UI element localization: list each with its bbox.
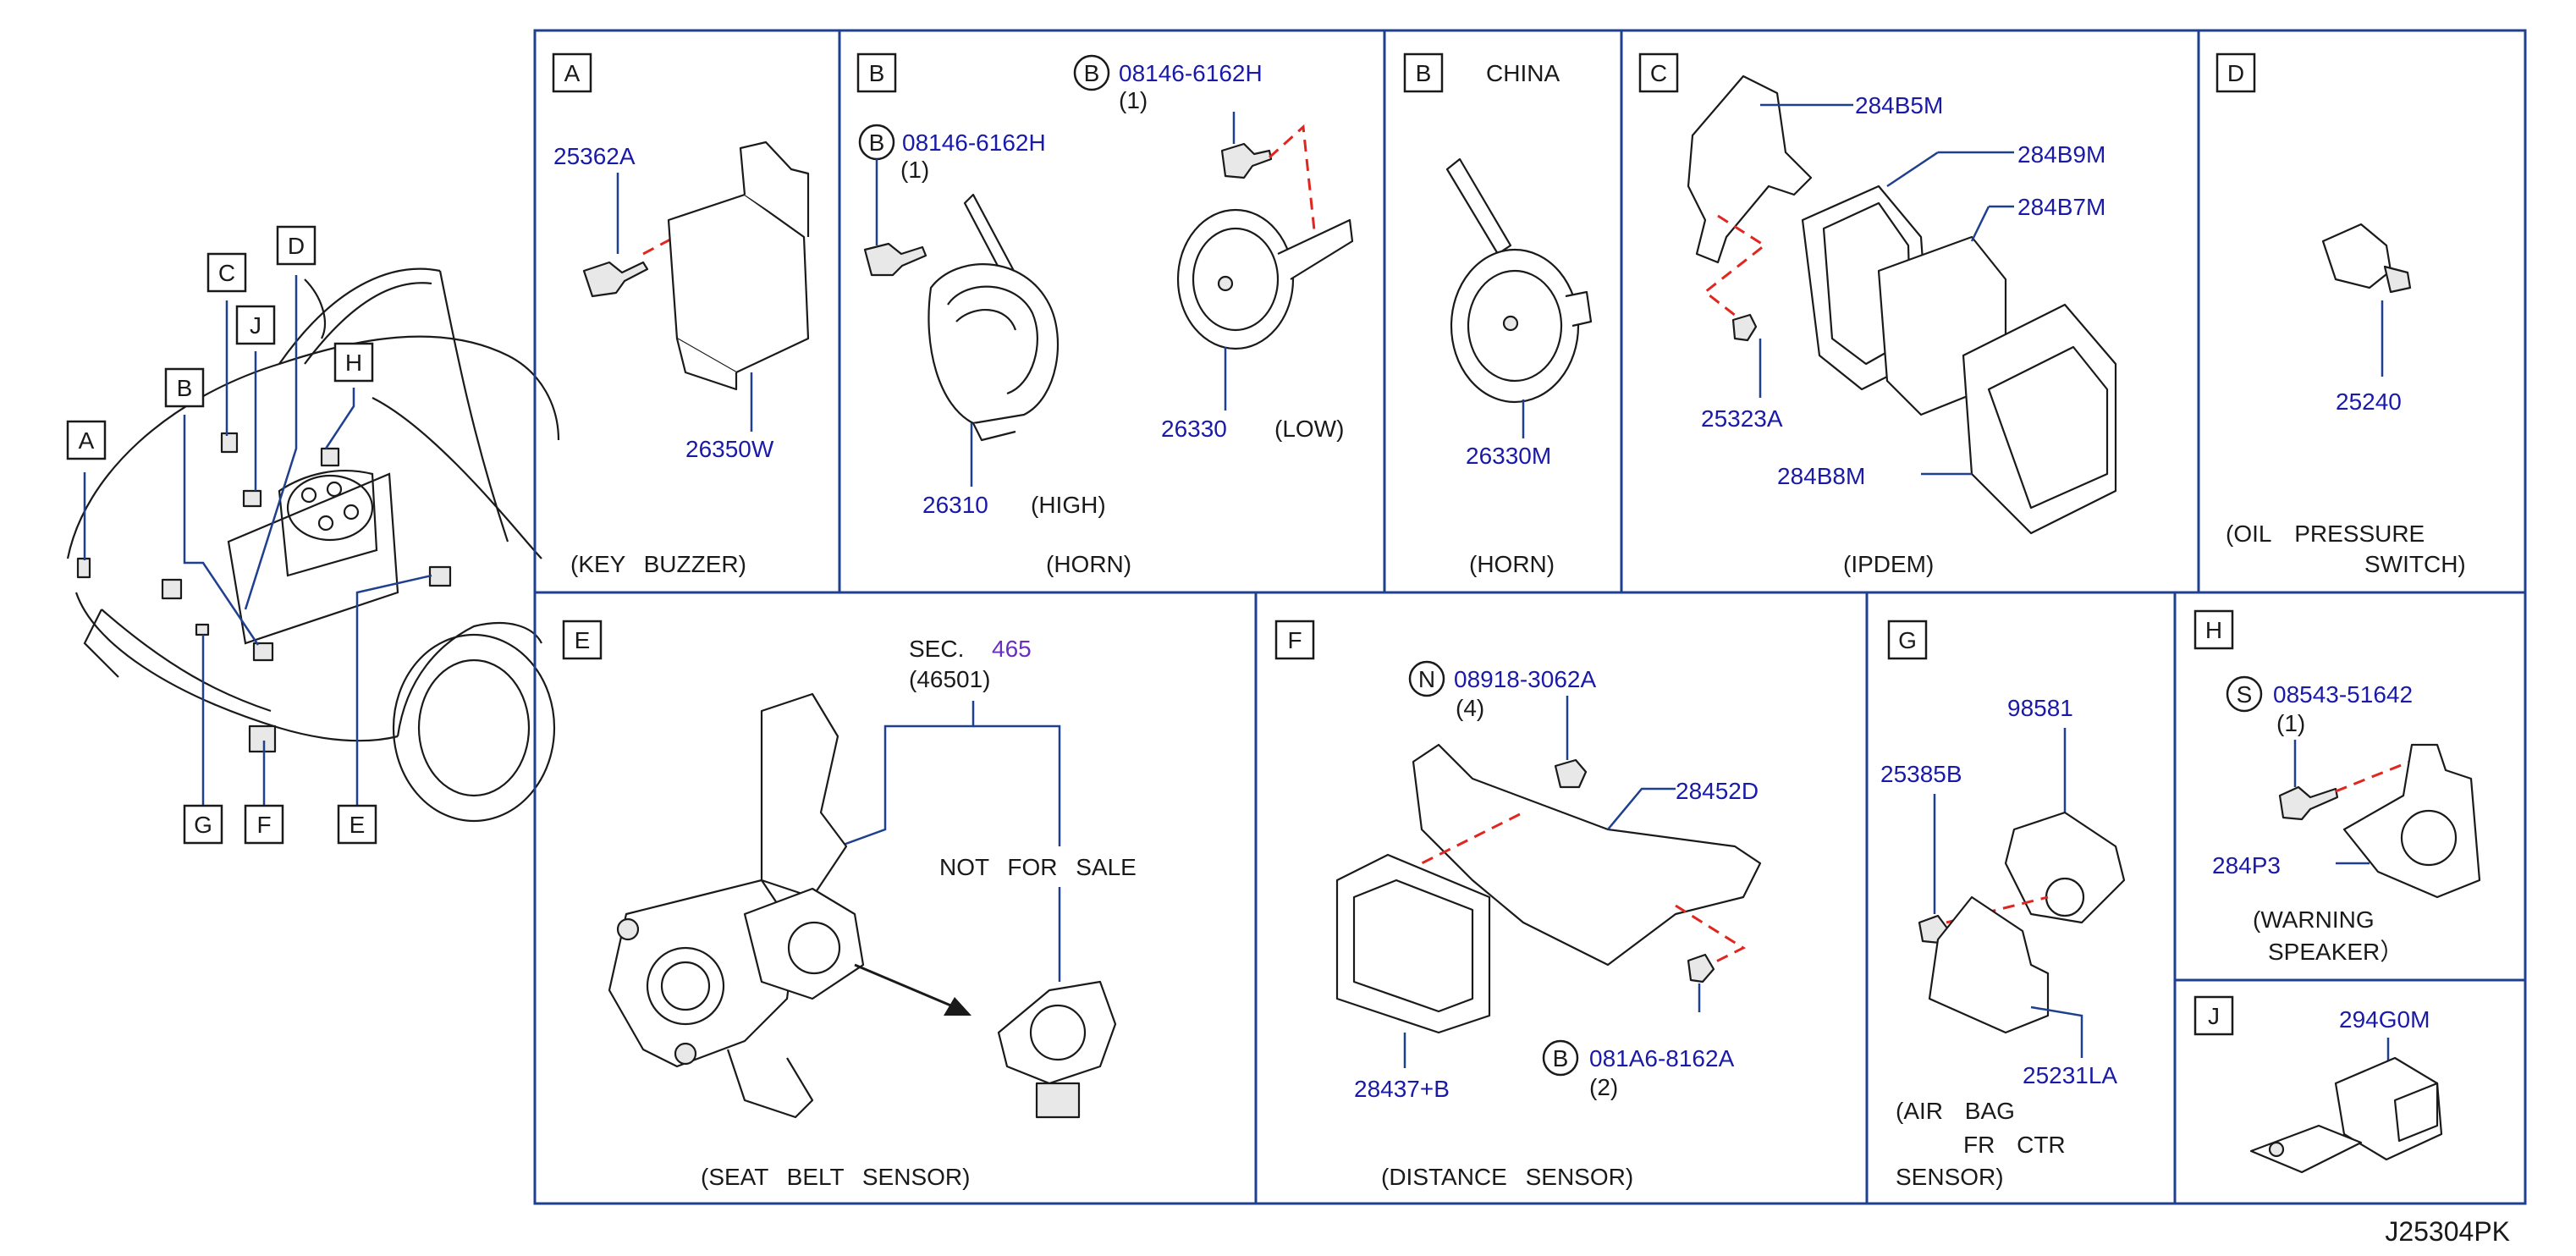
svg-text:B: B [1084,60,1100,86]
overview-callout-b: B [164,367,205,408]
panel-e-seat-belt: E SEC. 465 (46501) NOT FOR SALE (SEAT BE… [562,620,1137,1190]
svg-text:A: A [79,427,95,454]
svg-text:H: H [345,350,362,376]
part-284p3: 284P3 [2212,852,2281,879]
part-25240: 25240 [2336,388,2402,415]
part-284b5m: 284B5M [1855,92,1943,118]
part-26330m: 26330M [1466,443,1551,469]
panel-d-caption-2: SWITCH) [2364,551,2466,577]
panel-g-air-bag-sensor: G 98581 25385B 25231LA (AIR BAG FR CTR S… [1880,620,2126,1190]
bolt-081a6: 081A6-8162A [1589,1045,1735,1071]
part-98581: 98581 [2007,695,2073,721]
panel-f-letter: F [1287,627,1302,653]
overview-callout-h: H [333,342,374,383]
panel-j: J 294G0M [2193,995,2443,1174]
panel-h-caption-2: SPEAKER） [2268,939,2403,965]
panel-d-caption-1: (OIL PRESSURE [2226,521,2425,547]
panel-grid [533,29,2527,1205]
label-low: (LOW) [1274,416,1344,442]
part-26330: 26330 [1161,416,1227,442]
svg-text:(1): (1) [2276,710,2305,736]
panel-a-letter: A [564,60,581,86]
bolt-right-part: 08146-6162H [1119,60,1263,86]
panel-e-letter: E [575,627,591,653]
svg-text:B: B [869,129,885,156]
part-25362a: 25362A [553,143,636,169]
panel-b-horn: B B 08146-6162H (1) B 08146-6162H (1) 26… [856,52,1354,577]
part-284b9m: 284B9M [2017,141,2105,168]
svg-text:J: J [250,312,261,339]
overview-callout-j: J [235,305,276,345]
panel-b-china-letter: B [1416,60,1432,86]
nut-part: 08918-3062A [1454,666,1596,692]
overview-callout-c: C [206,252,247,293]
svg-text:D: D [288,233,305,259]
diagram-id: J25304PK [2385,1216,2510,1247]
panel-g-caption-3: SENSOR) [1896,1164,2004,1190]
panel-h-caption-1: (WARNING [2253,906,2375,933]
sec-number: 465 [992,636,1032,662]
panel-j-letter: J [2208,1003,2220,1029]
panel-b-letter: B [869,60,885,86]
overview-callout-g: G [183,804,223,845]
panel-b-china-horn: B CHINA 26330M (HORN) [1403,52,1593,577]
panel-d-letter: D [2227,60,2244,86]
svg-text:B: B [1553,1045,1569,1071]
bolt-left-part: 08146-6162H [902,129,1046,156]
panel-a-caption: (KEY BUZZER) [570,551,746,577]
panel-a-key-buzzer: A 25362A 26350W (KEY BUZZER) [552,52,810,577]
china-label: CHINA [1486,60,1560,86]
panel-g-caption-2: FR CTR [1963,1132,2066,1158]
panel-h-warning-speaker: H S 08543-51642 (1) 284P3 (WARNING SPEAK… [2193,609,2481,965]
panel-f-caption: (DISTANCE SENSOR) [1381,1164,1633,1190]
not-for-sale: NOT FOR SALE [939,854,1137,880]
svg-text:S: S [2237,681,2253,708]
label-high: (HIGH) [1031,492,1106,518]
svg-text:(1): (1) [900,157,929,183]
panel-b-caption: (HORN) [1046,551,1131,577]
svg-text:F: F [256,812,271,838]
part-294g0m: 294G0M [2339,1006,2430,1033]
svg-text:(1): (1) [1119,87,1148,113]
part-26350w: 26350W [685,436,774,462]
svg-text:C: C [218,260,235,286]
sec-label: SEC. [909,636,964,662]
panel-b-china-caption: (HORN) [1469,551,1555,577]
overview-callout-f: F [244,804,284,845]
panel-g-letter: G [1898,627,1917,653]
panel-h-letter: H [2205,617,2222,643]
svg-text:(4): (4) [1456,695,1484,721]
overview-leaders [83,275,432,806]
panel-g-caption-1: (AIR BAG [1896,1098,2015,1124]
part-25385b: 25385B [1880,761,1962,787]
panel-e-caption: (SEAT BELT SENSOR) [701,1164,970,1190]
part-26310: 26310 [922,492,988,518]
overview-callout-d: D [276,225,316,266]
part-25231la: 25231LA [2023,1062,2117,1088]
panel-d-oil-pressure: D 25240 (OIL PRESSURE SWITCH) [2215,52,2466,577]
part-284b8m: 284B8M [1777,463,1865,489]
svg-text:G: G [194,812,212,838]
part-28452d: 28452D [1676,778,1759,804]
svg-text:N: N [1418,666,1435,692]
part-25323a: 25323A [1701,405,1783,432]
panel-c-caption: (IPDEM) [1843,551,1934,577]
part-284b7m: 284B7M [2017,194,2105,220]
screw-part: 08543-51642 [2273,681,2413,708]
panel-c-ipdem: C 284B5M 284B9M 284B7M 25323A 284B8M (IP… [1638,52,2117,577]
part-28437b: 28437+B [1354,1076,1450,1102]
svg-text:B: B [177,375,193,401]
svg-text:(2): (2) [1589,1074,1618,1100]
sec-sub: (46501) [909,666,991,692]
panel-c-letter: C [1650,60,1667,86]
overview-callout-e: E [337,804,377,845]
vehicle-overview [66,267,560,823]
panel-f-distance-sensor: F N 08918-3062A (4) 28452D 28437+B B 081… [1274,620,1762,1190]
overview-callout-a: A [66,420,107,460]
svg-text:E: E [350,812,366,838]
